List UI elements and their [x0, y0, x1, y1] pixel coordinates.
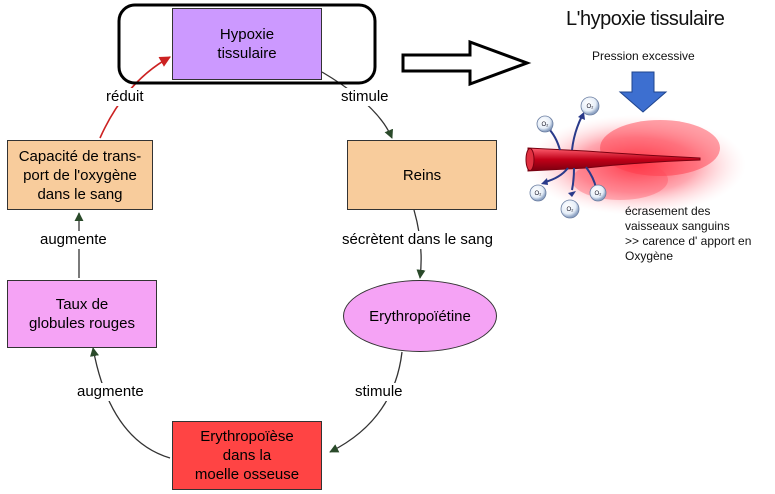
- label-reduit: réduit: [104, 88, 146, 106]
- label-augmente-globules: augmente: [75, 383, 146, 401]
- illustration-caption: écrasement des vaisseaux sanguins >> car…: [625, 204, 752, 263]
- tissue-red-glow: [526, 115, 746, 215]
- node-label: Hypoxie tissulaire: [217, 26, 277, 62]
- node-erythropoietine: Erythropoïétine: [343, 280, 497, 352]
- node-reins: Reins: [347, 140, 497, 210]
- label-stimule-reins: stimule: [339, 88, 391, 106]
- node-hypoxie-tissulaire: Hypoxie tissulaire: [172, 8, 322, 80]
- o2-label: O₂: [567, 207, 575, 213]
- o2-bubble-icon: [529, 184, 547, 202]
- label-stimule-erythropoiese: stimule: [353, 383, 405, 401]
- pressure-arrow-icon: [618, 71, 668, 113]
- node-capacite-transport: Capacité de trans- port de l'oxygène dan…: [7, 140, 153, 210]
- o2-bubble-icon: [580, 96, 600, 116]
- hypoxia-illustration: O₂ O₂ O₂ O₂ O₂: [525, 71, 746, 219]
- hypoxie-frame: [117, 3, 377, 85]
- oxygen-bubbles: O₂ O₂ O₂ O₂ O₂: [529, 96, 607, 219]
- pressure-label: Pression excessive: [592, 49, 695, 63]
- big-right-arrow: [401, 39, 532, 87]
- arrow-epo-to-erythropoiese: [329, 351, 403, 453]
- illustration-title: L'hypoxie tissulaire: [566, 8, 725, 30]
- node-erythropoiese: Erythropoïèse dans la moelle osseuse: [172, 421, 322, 490]
- arrow-erythropoiese-to-globules: [90, 347, 171, 459]
- vessel-icon: [527, 147, 701, 172]
- label-secretent: sécrètent dans le sang: [340, 231, 495, 249]
- o2-label: O₂: [587, 104, 595, 110]
- label-augmente-capacite: augmente: [38, 231, 109, 249]
- o2-label: O₂: [595, 191, 603, 197]
- o2-bubble-icon: [536, 115, 554, 133]
- o2-label: O₂: [542, 122, 550, 128]
- node-label: Reins: [402, 166, 442, 184]
- o2-bubble-icon: [560, 199, 580, 219]
- o2-bubble-icon: [589, 184, 607, 202]
- node-label: Erythropoïèse dans la moelle osseuse: [194, 428, 300, 483]
- node-globules-rouges: Taux de globules rouges: [7, 280, 157, 348]
- node-label: Erythropoïétine: [369, 307, 471, 325]
- node-label: Capacité de trans- port de l'oxygène dan…: [18, 147, 142, 203]
- node-label: Taux de globules rouges: [29, 296, 135, 332]
- o2-label: O₂: [535, 191, 543, 197]
